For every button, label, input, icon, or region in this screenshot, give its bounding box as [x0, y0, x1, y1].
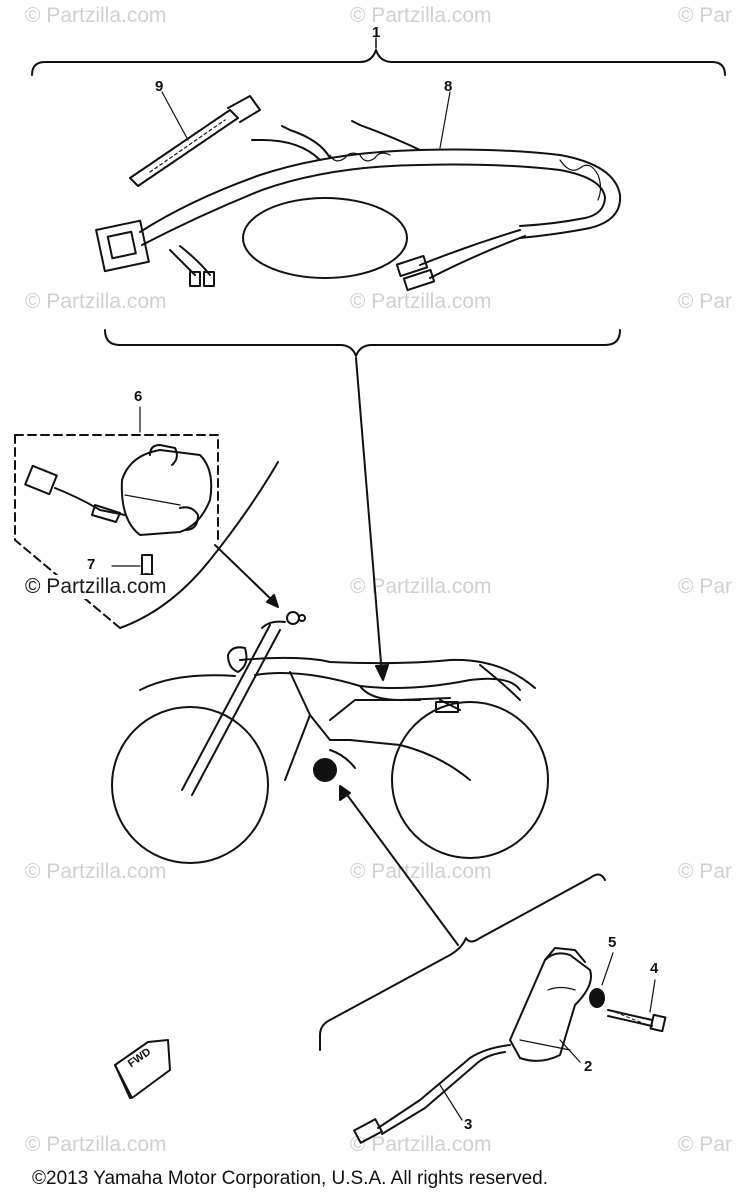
watermark: © Par: [678, 1133, 732, 1156]
watermark: © Par: [678, 290, 732, 313]
washer: [590, 989, 604, 1007]
watermark: © Partzilla.com: [25, 290, 167, 313]
part-number-8: 8: [444, 78, 453, 95]
brace-top: [32, 50, 725, 75]
watermark: © Partzilla.com: [350, 4, 492, 27]
arrow-harness: [356, 358, 382, 675]
watermark: © Partzilla.com: [25, 1133, 167, 1156]
part-number-2: 2: [584, 1058, 593, 1075]
watermark: © Partzilla.com: [25, 4, 167, 27]
watermark: © Partzilla.com: [350, 1133, 492, 1156]
watermark: © Partzilla.com: [25, 860, 167, 883]
arrow-switch: [215, 545, 275, 603]
part-number-3: 3: [464, 1116, 473, 1133]
watermark: © Par: [678, 860, 732, 883]
part-number-5: 5: [608, 934, 617, 951]
watermark: © Par: [678, 575, 732, 598]
brace-cdi: [320, 874, 605, 1050]
part-number-9: 9: [155, 78, 164, 95]
fwd-sign: [115, 1040, 170, 1098]
cdi-unit: [354, 948, 591, 1143]
watermark: © Partzilla.com: [350, 290, 492, 313]
arrow-cdi: [345, 792, 458, 945]
copyright-footer: ©2013 Yamaha Motor Corporation, U.S.A. A…: [32, 1168, 548, 1189]
bolt: [608, 980, 665, 1031]
wire-harness: [96, 92, 620, 290]
watermark: © Par: [678, 4, 732, 27]
cable-tie: [130, 92, 260, 186]
watermark: © Partzilla.com: [350, 575, 492, 598]
part-number-7: 7: [87, 556, 96, 573]
brace-harness-bottom: [105, 330, 620, 356]
watermark: © Partzilla.com: [350, 860, 492, 883]
part-number-1: 1: [372, 24, 381, 41]
motorcycle: [112, 622, 548, 863]
watermark-dark: © Partzilla.com: [25, 575, 167, 599]
part-number-6: 6: [134, 388, 143, 405]
part-number-4: 4: [650, 960, 659, 977]
